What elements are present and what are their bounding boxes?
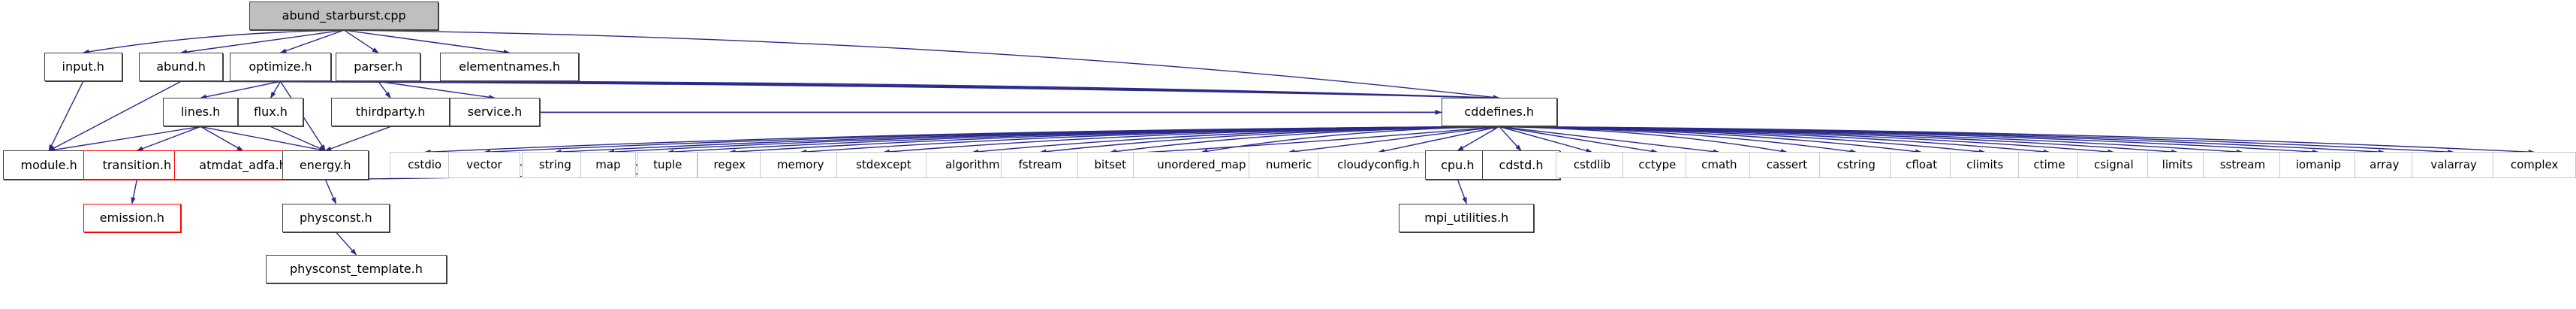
graph-node-map[interactable]: map [580,152,636,178]
graph-node-parser-h[interactable]: parser.h [336,53,421,82]
graph-node-cfloat[interactable]: cfloat [1889,152,1954,178]
edge-elementnames-h-to-cddefines-h [509,80,1500,101]
graph-node-tuple[interactable]: tuple [637,152,698,178]
edge-lines-h-to-atmdat-adfa-h [200,126,244,152]
edge-cddefines-h-to-cdstd-h [1499,126,1522,152]
graph-node-ctime[interactable]: ctime [2018,152,2080,178]
edge-lines-h-to-transition-h [136,126,201,152]
graph-node-csignal[interactable]: csignal [2077,152,2151,178]
edge-energy-h-to-physconst-h [324,179,336,204]
edge-abund-starburst-cpp-to-optimize-h [279,29,345,53]
edge-cddefines-h-to-cloudyconfig-h [1378,126,1499,153]
graph-node-vector[interactable]: vector [448,152,520,178]
graph-node-emission-h[interactable]: emission.h [83,203,182,232]
edge-cddefines-h-to-unordered-map [1201,126,1499,154]
edge-abund-starburst-cpp-to-input-h [82,29,345,54]
graph-node-climits[interactable]: climits [1950,152,2020,178]
graph-node-module-h[interactable]: module.h [3,150,95,180]
graph-node-abund-h[interactable]: abund.h [138,53,224,82]
edge-parser-h-to-service-h [378,80,496,100]
graph-node-limits[interactable]: limits [2147,152,2208,178]
graph-node-numeric[interactable]: numeric [1249,152,1329,178]
edge-abund-starburst-cpp-to-abund-h [180,29,345,55]
graph-node-valarray[interactable]: valarray [2411,152,2496,178]
graph-node-energy-h[interactable]: energy.h [282,150,369,180]
edge-optimize-h-to-lines-h [200,80,281,99]
graph-node-iomanip[interactable]: iomanip [2279,152,2358,178]
edge-abund-starburst-cpp-to-cddefines-h [344,29,1500,100]
graph-node-abund-starburst-cpp[interactable]: abund_starburst.cpp [249,2,439,31]
edge-parser-h-to-cddefines-h [378,80,1500,101]
edge-abund-starburst-cpp-to-elementnames-h [344,29,511,55]
edge-thirdparty-h-to-energy-h [324,126,391,152]
edge-cddefines-h-to-cctype [1499,126,1659,154]
graph-node-stdexcept[interactable]: stdexcept [836,152,931,178]
graph-node-cdstd-h[interactable]: cdstd.h [1481,150,1561,180]
edge-transition-h-to-emission-h [131,179,138,204]
edge-cddefines-h-to-numeric [1288,126,1499,154]
edge-flux-h-to-energy-h [270,126,327,152]
graph-node-sstream[interactable]: sstream [2202,152,2283,178]
graph-node-memory[interactable]: memory [759,152,842,178]
edge-cddefines-h-to-complex [1499,126,2535,155]
edge-abund-starburst-cpp-to-parser-h [343,29,379,53]
edge-cddefines-h-to-cpu-h [1457,126,1500,152]
graph-node-regex[interactable]: regex [697,152,762,178]
edge-optimize-h-to-flux-h [270,80,282,99]
graph-node-physconst-h[interactable]: physconst.h [282,203,390,232]
graph-node-cstdlib[interactable]: cstdlib [1555,152,1629,178]
edge-optimize-h-to-cddefines-h [280,80,1500,101]
edge-lines-h-to-energy-h [200,126,327,153]
graph-node-lines-h[interactable]: lines.h [163,98,239,127]
graph-node-cmath[interactable]: cmath [1686,152,1753,178]
graph-node-cddefines-h[interactable]: cddefines.h [1441,98,1557,127]
graph-node-flux-h[interactable]: flux.h [238,98,303,127]
graph-node-cstdio[interactable]: cstdio [389,152,460,178]
edge-parser-h-to-thirdparty-h [378,80,391,99]
graph-node-array[interactable]: array [2354,152,2415,178]
graph-node-cassert[interactable]: cassert [1749,152,1824,178]
edge-cddefines-h-to-cstdlib [1499,126,1593,153]
graph-node-physconst-template-h[interactable]: physconst_template.h [265,254,447,283]
graph-node-cstring[interactable]: cstring [1819,152,1894,178]
graph-node-cctype[interactable]: cctype [1622,152,1693,178]
graph-node-string[interactable]: string [521,152,589,178]
graph-node-cpu-h[interactable]: cpu.h [1424,150,1490,180]
edge-cpu-h-to-mpi-utilities-h [1457,179,1467,204]
graph-node-transition-h[interactable]: transition.h [83,150,191,180]
graph-node-complex[interactable]: complex [2493,152,2576,178]
edge-physconst-h-to-physconst-template-h [335,232,357,256]
graph-node-service-h[interactable]: service.h [450,98,540,127]
graph-node-optimize-h[interactable]: optimize.h [230,53,331,82]
graph-node-input-h[interactable]: input.h [44,53,122,82]
graph-node-thirdparty-h[interactable]: thirdparty.h [330,98,450,127]
edge-cddefines-h-to-cmath [1499,126,1720,154]
edge-abund-h-to-module-h [48,80,182,152]
graph-node-elementnames-h[interactable]: elementnames.h [440,53,579,82]
graph-node-mpi-utilities-h[interactable]: mpi_utilities.h [1399,203,1535,232]
edge-lines-h-to-module-h [48,126,201,153]
graph-node-fstream[interactable]: fstream [1001,152,1080,178]
edge-input-h-to-module-h [48,80,84,152]
graph-node-cloudyconfig-h[interactable]: cloudyconfig.h [1317,152,1440,178]
